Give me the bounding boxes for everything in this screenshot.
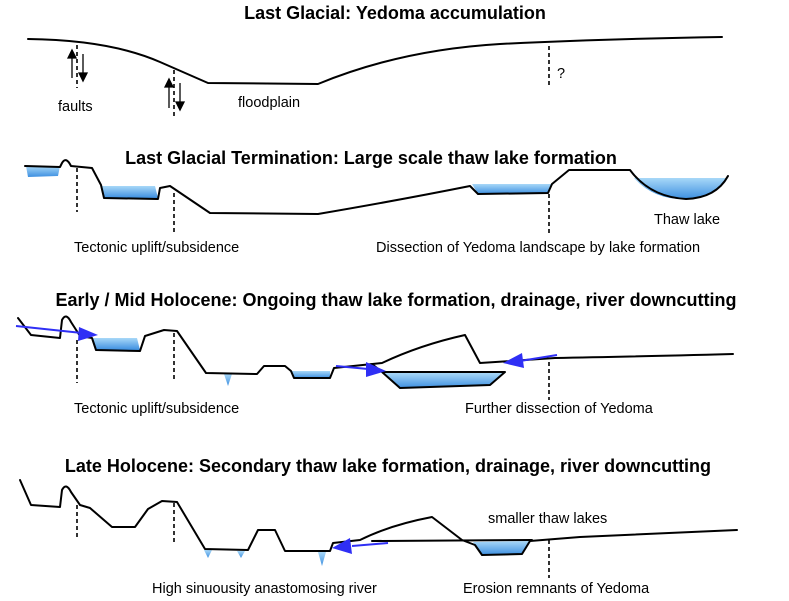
- panel-last-glacial: Last Glacial: Yedoma accumulation faults…: [27, 3, 723, 118]
- thaw-lake-water: [93, 338, 140, 350]
- further-dissection-label: Further dissection of Yedoma: [465, 401, 654, 417]
- erosion-remnants-label: Erosion remnants of Yedoma: [463, 581, 650, 597]
- panel-late-holocene: Late Holocene: Secondary thaw lake forma…: [19, 456, 738, 597]
- panel-last-glacial-termination: Last Glacial Termination: Large scale th…: [24, 148, 729, 256]
- river-channel-water: [224, 374, 232, 386]
- thaw-lake-water: [634, 178, 728, 200]
- panel-2-title: Last Glacial Termination: Large scale th…: [125, 148, 617, 168]
- panel-4-ground-line: [19, 479, 738, 556]
- fault-motion-icon: [66, 48, 186, 112]
- drainage-arrow-icon: [503, 353, 558, 368]
- drainage-arrow-icon: [15, 325, 98, 341]
- panel-1-ground-line: [27, 36, 723, 85]
- panel-1-title: Last Glacial: Yedoma accumulation: [244, 3, 546, 23]
- river-label: High sinuousity anastomosing river: [152, 581, 377, 597]
- tectonic-label: Tectonic uplift/subsidence: [74, 401, 239, 417]
- panel-2-ground-line: [24, 159, 729, 215]
- river-channel-water: [204, 550, 212, 558]
- faults-label: faults: [58, 99, 93, 115]
- drainage-arrow-icon: [335, 362, 386, 377]
- floodplain-label: floodplain: [238, 95, 300, 111]
- panel-3-title: Early / Mid Holocene: Ongoing thaw lake …: [55, 290, 736, 310]
- river-channel-water: [318, 552, 326, 566]
- panel-4-lake-rim: [371, 539, 533, 542]
- thaw-lake-water: [101, 186, 158, 198]
- dissection-label: Dissection of Yedoma landscape by lake f…: [376, 240, 700, 256]
- thaw-lake-water: [472, 184, 552, 194]
- thaw-lake-label: Thaw lake: [654, 212, 720, 228]
- thaw-lake-water: [291, 371, 330, 378]
- panel-3-ground-line: [17, 315, 734, 379]
- panel-early-mid-holocene: Early / Mid Holocene: Ongoing thaw lake …: [15, 290, 737, 417]
- river-channel-water: [237, 551, 245, 558]
- question-mark-label: ?: [557, 66, 565, 82]
- smaller-thaw-lakes-label: smaller thaw lakes: [488, 511, 607, 527]
- drainage-arrow-icon: [332, 538, 389, 554]
- thaw-lake-water: [383, 373, 504, 388]
- thaw-lake-water: [473, 541, 530, 555]
- thaw-lake-water: [26, 166, 60, 177]
- tectonic-label: Tectonic uplift/subsidence: [74, 240, 239, 256]
- panel-4-title: Late Holocene: Secondary thaw lake forma…: [65, 456, 711, 476]
